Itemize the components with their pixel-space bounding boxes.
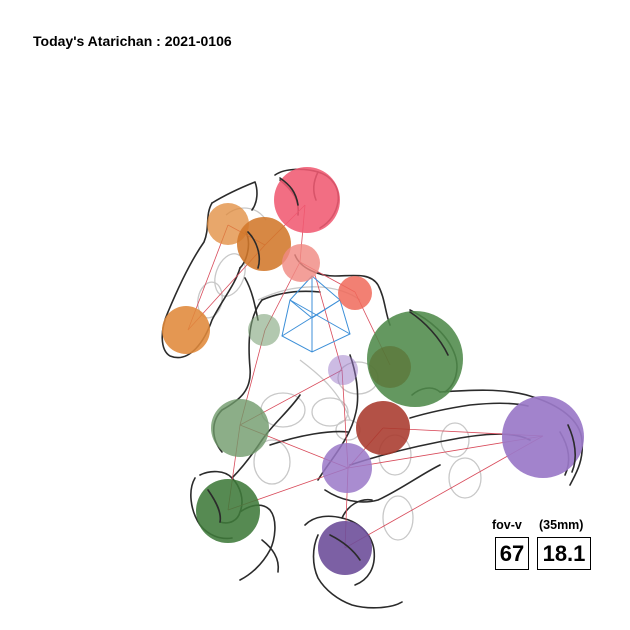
page-title: Today's Atarichan : 2021-0106 bbox=[33, 33, 232, 49]
fov-value-box: 67 bbox=[495, 537, 529, 570]
joint-head bbox=[274, 167, 340, 233]
joint-shoulder-front bbox=[237, 217, 291, 271]
joint-shoulder-back bbox=[207, 203, 249, 245]
joint-foot-front bbox=[318, 521, 372, 575]
sketch-overlay bbox=[207, 177, 577, 561]
joint-hip-low bbox=[322, 443, 372, 493]
joint-knee-back bbox=[211, 399, 269, 457]
lens-label: (35mm) bbox=[539, 518, 584, 532]
joint-foot-back bbox=[196, 479, 260, 543]
joint-hand-left bbox=[162, 306, 210, 354]
joint-hip-overlap bbox=[369, 346, 411, 388]
joint-neck bbox=[282, 244, 320, 282]
focal-value-box: 18.1 bbox=[537, 537, 591, 570]
joint-elbow bbox=[248, 314, 280, 346]
joint-discs bbox=[162, 167, 584, 575]
fov-label: fov-v bbox=[492, 518, 522, 532]
joint-knee-front bbox=[502, 396, 584, 478]
joint-waist bbox=[328, 355, 358, 385]
joint-chest-right bbox=[338, 276, 372, 310]
joint-pelvis bbox=[356, 401, 410, 455]
